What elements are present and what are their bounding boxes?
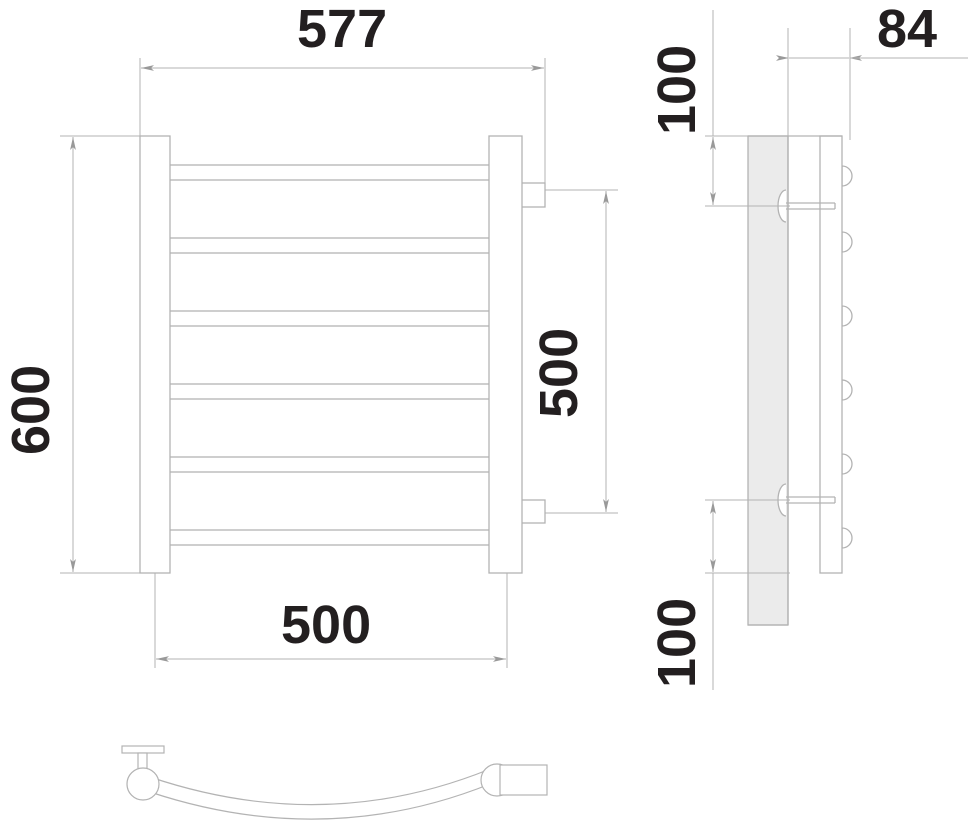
dimension-label-500-width: 500 (281, 595, 372, 655)
plan-curved-tube (149, 768, 491, 820)
plan-end-cap (499, 764, 548, 796)
dimension-label-577: 577 (297, 0, 388, 59)
plan-left-joint (126, 767, 160, 801)
side-view-dimensions (705, 10, 968, 690)
plan-wall-plate (121, 745, 165, 754)
front-view-dimensions (60, 58, 618, 668)
front-view-posts (139, 135, 523, 574)
dimension-100-bottom (705, 499, 790, 690)
dimension-label-84-depth: 84 (877, 0, 938, 59)
dimension-label-500-height: 500 (529, 327, 589, 418)
dimension-577 (139, 58, 546, 190)
dimension-label-100-bottom: 100 (647, 597, 707, 688)
dimension-500-width (154, 573, 508, 668)
dimension-label-100-top: 100 (647, 44, 707, 135)
front-view-rungs (154, 164, 508, 546)
side-view-post (819, 135, 843, 574)
dimension-500-height (545, 189, 618, 514)
plan-view-curved-rung (121, 745, 548, 820)
dimension-84-depth (776, 28, 968, 140)
front-view (139, 135, 546, 574)
dimension-100-top (705, 10, 790, 207)
side-view (747, 135, 853, 626)
dimension-label-600-height: 600 (1, 364, 61, 455)
side-view-rung-profiles (841, 165, 853, 549)
dimension-600-height (60, 135, 145, 574)
